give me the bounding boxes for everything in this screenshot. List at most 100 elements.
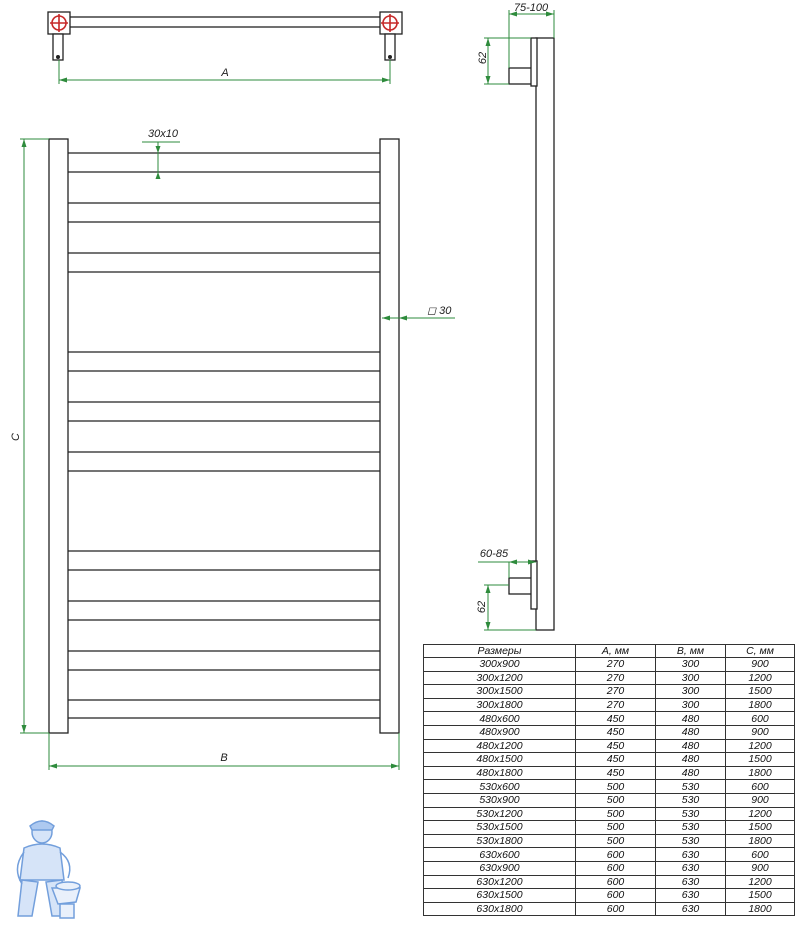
table-cell-c: 600 [725,847,795,862]
table-cell-c: 1500 [725,684,795,699]
table-cell-b: 530 [655,779,726,794]
top-view-bar [59,16,391,28]
table-cell-b: 300 [655,697,726,713]
table-cell-a: 450 [575,765,656,781]
table-cell-c: 600 [725,711,795,726]
table-cell-c: 1200 [725,670,795,686]
table-cell-a: 500 [575,779,656,794]
table-cell-a: 500 [575,820,656,835]
table-cell-b: 300 [655,657,726,672]
table-header-size: Размеры [423,644,576,658]
table-cell-b: 530 [655,792,726,808]
table-cell-b: 630 [655,860,726,876]
table-cell-size: 300x900 [423,657,576,672]
table-cell-size: 630x1800 [423,901,576,917]
table-cell-b: 630 [655,888,726,903]
wall-offset-bottom-label: 60-85 [480,548,509,560]
table-cell-c: 1800 [725,901,795,917]
table-cell-size: 300x1200 [423,670,576,686]
table-cell-b: 530 [655,833,726,849]
table-cell-size: 480x600 [423,711,576,726]
table-cell-c: 900 [725,724,795,740]
table-cell-size: 480x1500 [423,752,576,767]
table-cell-size: 300x1500 [423,684,576,699]
table-cell-b: 480 [655,765,726,781]
table-cell-c: 1800 [725,765,795,781]
table-cell-a: 600 [575,860,656,876]
table-cell-a: 270 [575,657,656,672]
table-cell-size: 530x1800 [423,833,576,849]
table-cell-c: 900 [725,657,795,672]
left-connection-icon [50,14,68,32]
table-cell-a: 500 [575,792,656,808]
side-view: 75-100 62 60-85 62 [476,2,555,631]
table-header-row: Размеры А, мм В, мм С, мм [423,644,795,658]
top-view: A [47,11,403,84]
table-cell-c: 1200 [725,738,795,754]
dimension-b-label: B [220,752,227,764]
table-cell-c: 1500 [725,752,795,767]
table-cell-c: 1500 [725,820,795,835]
table-cell-b: 300 [655,684,726,699]
top-view-left-mount [52,33,64,61]
mount-height-top-label: 62 [477,52,489,64]
table-cell-size: 630x600 [423,847,576,862]
table-cell-size: 530x1500 [423,820,576,835]
rung-group [68,152,380,719]
table-cell-a: 500 [575,806,656,822]
wall-offset-top-label: 75-100 [514,2,549,14]
table-cell-a: 450 [575,752,656,767]
side-bottom-bracket [530,560,538,610]
table-cell-a: 600 [575,888,656,903]
table-cell-b: 480 [655,738,726,754]
table-cell-c: 1200 [725,806,795,822]
table-cell-b: 480 [655,752,726,767]
right-screw-icon [388,55,392,59]
table-cell-a: 600 [575,874,656,890]
table-cell-b: 480 [655,724,726,740]
table-cell-a: 450 [575,738,656,754]
table-cell-c: 1500 [725,888,795,903]
table-cell-size: 480x1800 [423,765,576,781]
table-cell-a: 270 [575,670,656,686]
table-cell-c: 600 [725,779,795,794]
upright-section-label: ◻ 30 [427,305,452,317]
table-cell-a: 270 [575,684,656,699]
side-upright [535,37,555,631]
table-header-a: А, мм [575,644,656,658]
table-cell-b: 630 [655,874,726,890]
table-cell-b: 530 [655,820,726,835]
left-upright [48,138,69,734]
right-upright [379,138,400,734]
table-cell-c: 900 [725,792,795,808]
table-cell-b: 630 [655,847,726,862]
table-cell-size: 530x1200 [423,806,576,822]
table-cell-size: 630x1500 [423,888,576,903]
table-cell-a: 450 [575,724,656,740]
table-cell-a: 600 [575,847,656,862]
front-view: 30x10 ◻ 30 C B [10,128,455,770]
table-cell-a: 500 [575,833,656,849]
table-cell-c: 1800 [725,697,795,713]
left-screw-icon [56,55,60,59]
rung-section-label: 30x10 [148,128,179,140]
table-cell-c: 1800 [725,833,795,849]
